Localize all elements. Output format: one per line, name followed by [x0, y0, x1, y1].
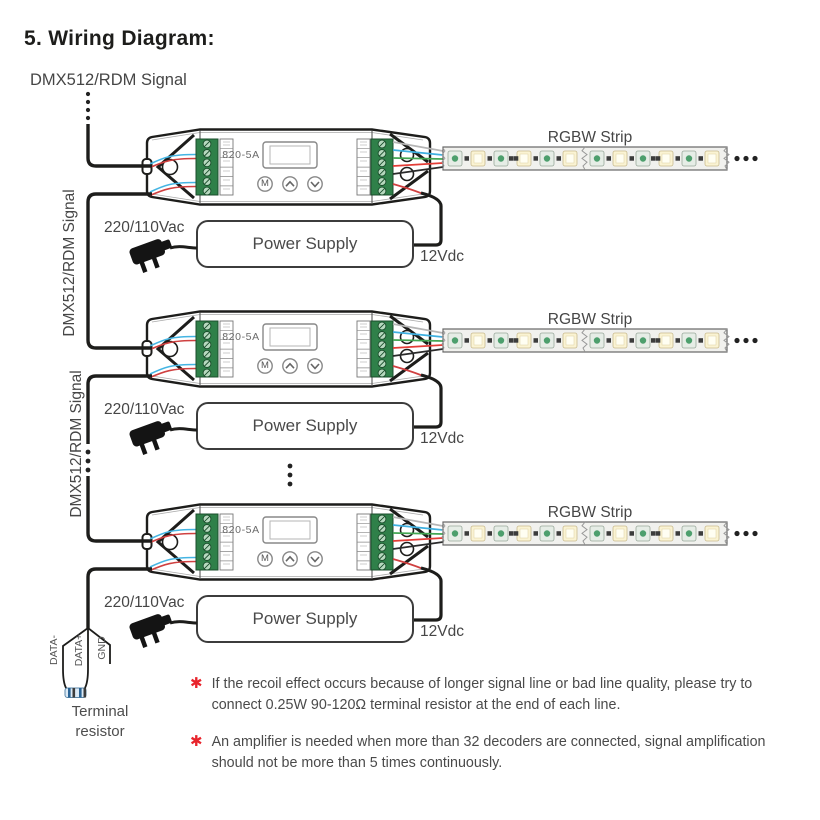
power-supply-label: Power Supply [252, 609, 358, 628]
ac-input-label: 220/110Vac [104, 401, 185, 418]
ac-input-label: 220/110Vac [104, 219, 185, 236]
asterisk-icon: ✱ [190, 732, 203, 750]
signal-dots-top [85, 91, 91, 121]
dmx-signal-label-top: DMX512/RDM Signal [30, 71, 187, 89]
pin-label-data-minus: DATA- [48, 635, 60, 665]
pin-label-gnd: GND [96, 636, 108, 660]
dmx-signal-label-vertical-1: DMX512/RDM Signal [61, 189, 78, 337]
dc-output-label: 12Vdc [420, 248, 464, 265]
footnote-text: If the recoil effect occurs because of l… [211, 676, 753, 714]
terminal-resistor [62, 627, 111, 698]
dmx-signal-label-vertical-2: DMX512/RDM Signal [68, 370, 85, 518]
pin-label-data-plus: DATA+ [73, 633, 85, 667]
rgbw-strip-label: RGBW Strip [547, 504, 633, 521]
terminal-resistor-caption: Terminal resistor [71, 703, 129, 740]
dc-output-label: 12Vdc [420, 430, 464, 447]
footnote-1: ✱ If the recoil effect occurs because of… [190, 674, 804, 717]
page-title: 5. Wiring Diagram: [24, 27, 215, 50]
asterisk-icon: ✱ [190, 675, 203, 692]
power-supply-label: Power Supply [252, 234, 358, 253]
footnote-2: ✱ An amplifier is needed when more than … [190, 732, 804, 775]
decoder-model-label: 820-5A [222, 524, 260, 536]
dmx-bus-wires [86, 124, 152, 628]
power-supply-label: Power Supply [252, 416, 358, 435]
decoder-model-label: 820-5A [222, 149, 260, 161]
footnotes: ✱ If the recoil effect occurs because of… [190, 674, 804, 790]
decoder-model-label: 820-5A [222, 331, 260, 343]
signal-dots-left [85, 449, 91, 473]
footnote-text: An amplifier is needed when more than 32… [211, 733, 766, 772]
rgbw-strip-label: RGBW Strip [547, 129, 633, 146]
ac-input-label: 220/110Vac [104, 594, 185, 611]
rgbw-strip-label: RGBW Strip [547, 311, 633, 328]
dc-output-label: 12Vdc [420, 623, 464, 640]
menu-button-label: M [261, 178, 269, 189]
sections-continue-dots [287, 463, 293, 487]
menu-button-label: M [261, 360, 269, 371]
menu-button-label: M [261, 553, 269, 564]
